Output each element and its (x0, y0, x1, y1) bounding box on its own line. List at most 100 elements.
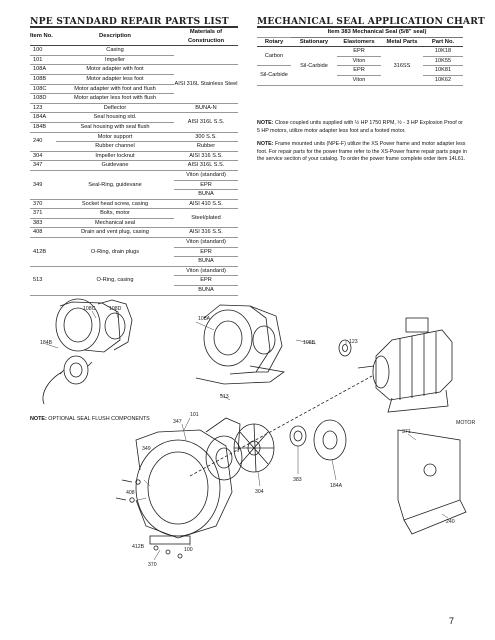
parts-description: Seal housing with seal flush (56, 122, 174, 133)
parts-description: Rubber channel (56, 141, 174, 152)
callout-240: 240 (446, 519, 455, 525)
parts-list-table: Item No. Description Materials of Constr… (30, 28, 238, 296)
seal-flush-housing (59, 355, 93, 385)
parts-description: Impeller (56, 55, 174, 66)
parts-item-no: 108D (30, 93, 56, 104)
parts-description: Seal-Ring, guidevane (56, 170, 174, 200)
callout-412b: 412B (132, 544, 145, 550)
seal-chart-table: Item 383 Mechanical Seal (5/8" seal) Rot… (257, 28, 463, 86)
mechanical-seal-part (289, 425, 307, 447)
parts-row: BUNA (30, 256, 238, 267)
seal-elastomer: Viton (337, 56, 381, 67)
parts-item-no: 184A (30, 112, 56, 123)
seal-elastomer: EPR (337, 46, 381, 57)
seal-elastomer: EPR (337, 65, 381, 76)
seal-header: Stationary (291, 37, 337, 48)
parts-material: 300 S.S. (174, 132, 238, 143)
parts-item-no: 108A (30, 64, 56, 75)
seal-part-no: 10K18 (423, 46, 463, 57)
fastener-parts (115, 479, 183, 559)
parts-row: BUNA (30, 189, 238, 200)
callout-108d: 108D (109, 306, 122, 312)
parts-description: Motor adapter with foot (56, 64, 174, 75)
callout-101: 101 (190, 412, 199, 418)
parts-item-no: 108B (30, 74, 56, 85)
parts-item-no: 370 (30, 199, 56, 210)
parts-item-no: 100 (30, 45, 56, 56)
parts-item-no: 108C (30, 84, 56, 95)
motor-part (357, 317, 453, 413)
motor-support-part (397, 429, 467, 535)
parts-description: O-Ring, casing (56, 266, 174, 296)
casing-part (135, 417, 241, 545)
parts-description: Guidevane (56, 160, 174, 171)
parts-row: BUNA (30, 285, 238, 296)
parts-row: EPR (30, 180, 238, 191)
callout-184b: 184B (40, 340, 53, 346)
callout-370: 370 (148, 562, 157, 568)
parts-material: BUNA (174, 285, 238, 296)
callout-371: 371 (402, 429, 411, 435)
callout-383: 383 (293, 477, 302, 483)
parts-list-heading: NPE STANDARD REPAIR PARTS LIST (30, 16, 229, 27)
seal-part-no: 10K81 (423, 65, 463, 76)
parts-material: BUNA-N (174, 103, 238, 114)
parts-item-no: 240 (30, 132, 56, 152)
guidevane-part (205, 435, 243, 481)
callout-100: 100 (184, 547, 193, 553)
parts-material (174, 45, 238, 66)
parts-material: AISI 316 S.S. (174, 227, 238, 239)
seal-housing-part (313, 419, 347, 461)
parts-item-no: 304 (30, 151, 56, 162)
parts-description: Bolts, motor (56, 208, 174, 219)
parts-description: O-Ring, drain plugs (56, 237, 174, 267)
callout-motor: MOTOR (456, 420, 475, 426)
note-label: NOTE: (257, 120, 274, 126)
callout-513: 513 (220, 394, 229, 400)
parts-description: Seal housing std. (56, 112, 174, 123)
parts-material: AISI 410 S.S. (174, 199, 238, 210)
callout-347: 347 (173, 419, 182, 425)
parts-item-no: 513 (30, 266, 56, 296)
parts-description: Socket head screw, casing (56, 199, 174, 210)
note-text: OPTIONAL SEAL FLUSH COMPONENTS (48, 416, 150, 422)
parts-material: AISI 316 S.S. (174, 151, 238, 162)
seal-rotary: Sil-Carbide (257, 65, 291, 86)
parts-description: Impeller locknut (56, 151, 174, 162)
parts-material: BUNA (174, 256, 238, 267)
parts-material: Rubber (174, 141, 238, 152)
callout-184a: 184A (330, 483, 343, 489)
parts-material: BUNA (174, 189, 238, 200)
seal-header: Elastomers (337, 37, 381, 48)
callout-349: 349 (142, 446, 151, 452)
parts-item-no: 347 (30, 160, 56, 171)
heading-rule-left (30, 26, 238, 28)
parts-item-no: 184B (30, 122, 56, 133)
seal-metal-parts: 316SS (381, 46, 423, 86)
parts-item-no: 349 (30, 170, 56, 200)
seal-header: Part No. (423, 37, 463, 48)
impeller-part (233, 423, 275, 473)
parts-item-no: 383 (30, 218, 56, 229)
seal-stationary: Sil-Carbide (291, 46, 337, 86)
callout-108b: 108B (303, 340, 316, 346)
callout-108a: 108A (198, 316, 211, 322)
parts-material: EPR (174, 247, 238, 258)
callout-408: 408 (126, 490, 135, 496)
parts-material: AISI 316L S.S. (174, 112, 238, 133)
